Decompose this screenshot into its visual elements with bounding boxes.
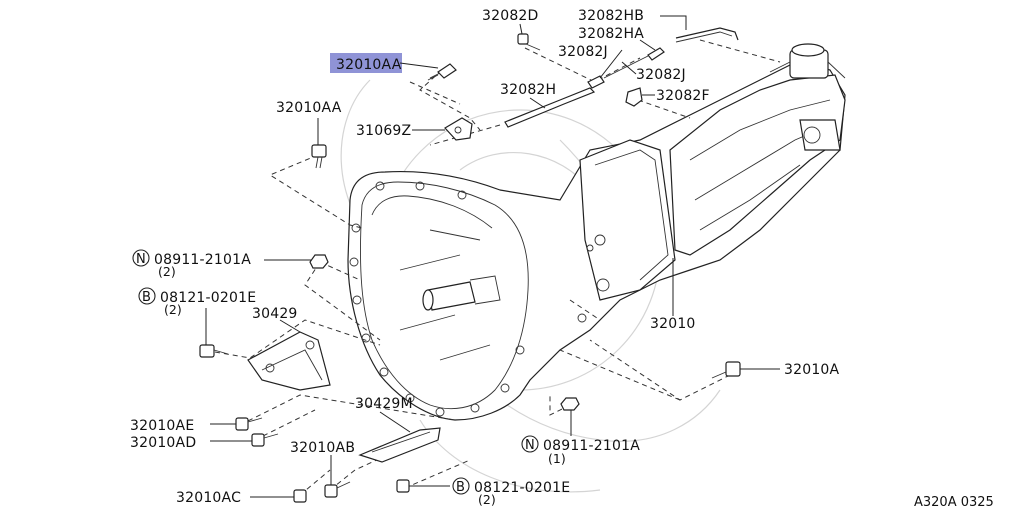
bolt-32010AE[interactable] <box>235 417 263 431</box>
connector-32082HA[interactable] <box>647 47 665 61</box>
label-32010AE[interactable]: 32010AE <box>130 418 194 434</box>
label-32082D[interactable]: 32082D <box>482 8 539 24</box>
nut-08911-left[interactable] <box>309 254 329 269</box>
label-32082HA[interactable]: 32082HA <box>578 26 644 42</box>
bolt-08121-left[interactable] <box>199 344 229 358</box>
label-08911-bottom[interactable]: 08911-2101A <box>543 438 640 454</box>
bolt-32010AB[interactable] <box>324 481 351 498</box>
qty-08911-bottom: (1) <box>548 451 566 466</box>
bolt-32010AC[interactable] <box>293 489 307 503</box>
label-32082J-top[interactable]: 32082J <box>558 44 608 60</box>
diagram-code: A320A 0325 <box>914 495 994 510</box>
n-circle-bottom <box>521 435 539 453</box>
label-08911-left[interactable]: 08911-2101A <box>154 252 251 268</box>
label-08121-bottom[interactable]: 08121-0201E <box>474 480 570 496</box>
bolt-32082D[interactable] <box>517 33 541 51</box>
b-circle-bottom-letter: B <box>456 480 465 495</box>
label-32082HB[interactable]: 32082HB <box>578 8 644 24</box>
qty-08911-left: (2) <box>158 264 176 279</box>
label-32010AD[interactable]: 32010AD <box>130 435 196 451</box>
bracket-30429M[interactable] <box>358 427 441 463</box>
dashed-leader-lines <box>214 39 781 496</box>
nut-08911-bottom[interactable] <box>560 397 580 411</box>
bolt-32010AD[interactable] <box>251 433 279 447</box>
joint-32082J[interactable] <box>587 75 605 89</box>
n-circle-bottom-letter: N <box>525 438 535 453</box>
label-32082F[interactable]: 32082F <box>656 88 710 104</box>
label-32010AA-top[interactable]: 32010AA <box>336 57 402 73</box>
label-08121-left[interactable]: 08121-0201E <box>160 290 256 306</box>
label-32010AA-left[interactable]: 32010AA <box>276 100 342 116</box>
label-30429M[interactable]: 30429M <box>355 396 413 412</box>
label-32082J-right[interactable]: 32082J <box>636 67 686 83</box>
label-31069Z[interactable]: 31069Z <box>356 123 411 139</box>
b-circle-left-letter: B <box>142 290 151 305</box>
bolt-32010AA-left[interactable] <box>311 144 327 169</box>
label-32010A[interactable]: 32010A <box>784 362 840 378</box>
qty-08121-bottom: (2) <box>478 492 496 507</box>
clip-32082F[interactable] <box>625 87 643 107</box>
bell-bolt-holes <box>349 181 525 417</box>
n-circle-left-letter: N <box>136 252 146 267</box>
label-32010[interactable]: 32010 <box>650 316 696 332</box>
label-32010AC[interactable]: 32010AC <box>176 490 241 506</box>
bracket-31069Z[interactable] <box>444 117 473 141</box>
bolt-32010A[interactable] <box>711 361 741 379</box>
bolt-08121-bottom[interactable] <box>396 479 410 493</box>
bracket-30429[interactable] <box>247 331 331 391</box>
hose-32082HB[interactable] <box>675 27 739 41</box>
transmission-assembly[interactable] <box>347 43 846 421</box>
leader-lines <box>205 15 780 498</box>
b-circle-left <box>138 287 156 305</box>
label-30429[interactable]: 30429 <box>252 306 298 322</box>
b-circle-bottom <box>452 477 470 495</box>
label-32082H[interactable]: 32082H <box>500 82 556 98</box>
qty-08121-left: (2) <box>164 302 182 317</box>
highlight-box <box>330 53 402 73</box>
part-labels: 32082D 32082HB 32082HA 32082J 32010AA 32… <box>130 8 994 510</box>
n-circle-left <box>132 249 150 267</box>
label-32010AB[interactable]: 32010AB <box>290 440 355 456</box>
bolt-32010AA-top[interactable] <box>427 63 457 81</box>
hose-32082H[interactable] <box>504 87 596 128</box>
